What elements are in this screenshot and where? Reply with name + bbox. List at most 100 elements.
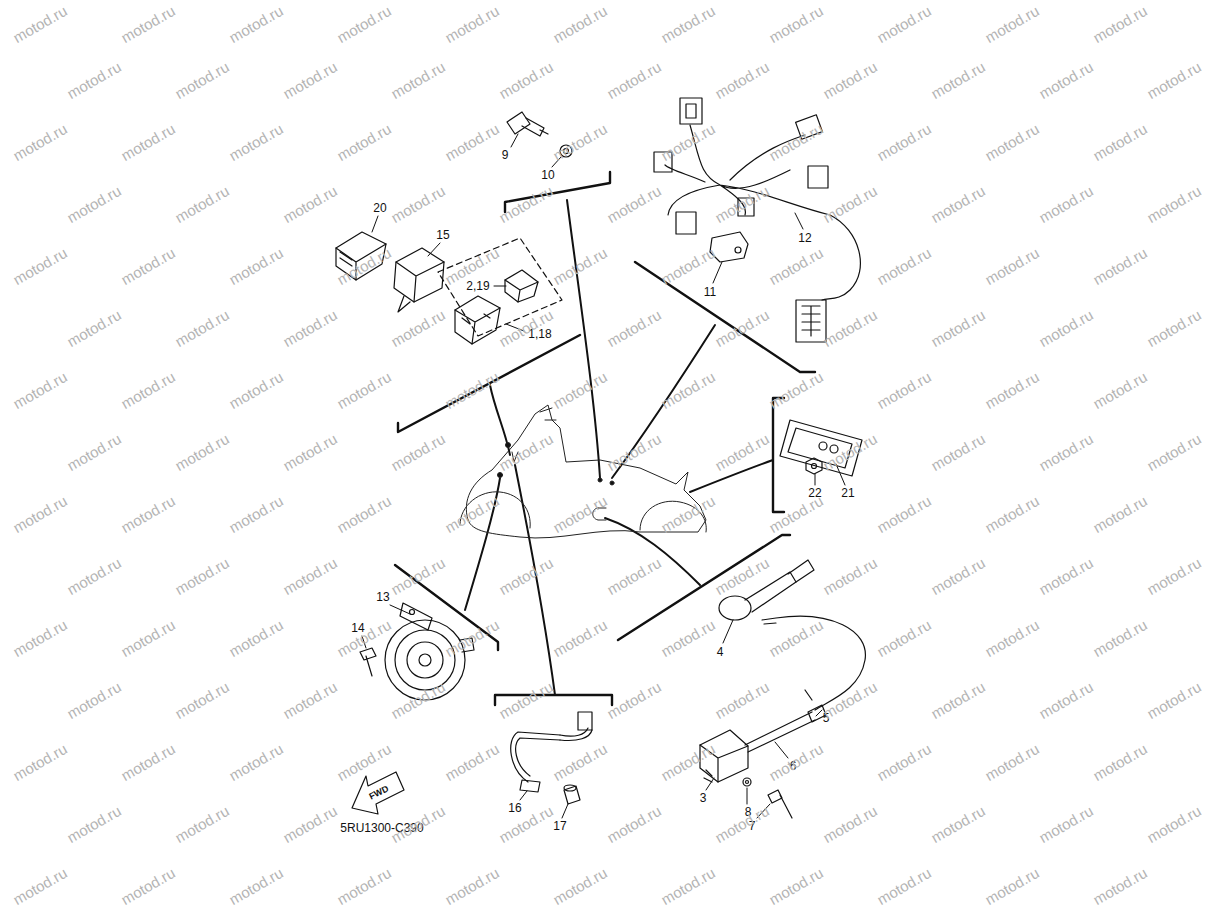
watermark: motod.ru — [875, 369, 934, 412]
watermark: motod.ru — [11, 493, 70, 536]
watermark: motod.ru — [11, 369, 70, 412]
watermark: motod.ru — [713, 803, 772, 846]
watermark: motod.ru — [1037, 803, 1096, 846]
watermark: motod.ru — [659, 3, 718, 46]
watermark: motod.ru — [821, 679, 880, 722]
watermark: motod.ru — [1145, 679, 1204, 722]
watermark: motod.ru — [1037, 679, 1096, 722]
watermark: motod.ru — [929, 803, 988, 846]
watermark: motod.ru — [119, 865, 178, 908]
watermark: motod.ru — [497, 555, 556, 598]
watermark: motod.ru — [335, 865, 394, 908]
watermark: motod.ru — [659, 741, 718, 784]
watermark: motod.ru — [389, 679, 448, 722]
watermark: motod.ru — [389, 59, 448, 102]
watermark: motod.ru — [767, 121, 826, 164]
watermark: motod.ru — [389, 431, 448, 474]
watermark: motod.ru — [605, 59, 664, 102]
callout-number: 9 — [502, 149, 509, 161]
watermark: motod.ru — [929, 679, 988, 722]
watermark: motod.ru — [497, 803, 556, 846]
callout-number: 20 — [373, 202, 386, 214]
watermark: motod.ru — [929, 59, 988, 102]
watermark: motod.ru — [767, 245, 826, 288]
watermark: motod.ru — [659, 369, 718, 412]
watermark: motod.ru — [983, 245, 1042, 288]
watermark: motod.ru — [551, 617, 610, 660]
watermark: motod.ru — [65, 803, 124, 846]
watermark: motod.ru — [1091, 741, 1150, 784]
watermark: motod.ru — [713, 59, 772, 102]
watermark: motod.ru — [389, 183, 448, 226]
watermark: motod.ru — [983, 617, 1042, 660]
watermark: motod.ru — [551, 865, 610, 908]
watermark: motod.ru — [1145, 803, 1204, 846]
watermark: motod.ru — [11, 245, 70, 288]
watermark: motod.ru — [1037, 59, 1096, 102]
watermark: motod.ru — [227, 245, 286, 288]
watermark: motod.ru — [119, 369, 178, 412]
watermark: motod.ru — [929, 555, 988, 598]
watermark: motod.ru — [335, 741, 394, 784]
callout-number: 4 — [717, 646, 724, 658]
watermark: motod.ru — [281, 59, 340, 102]
watermark: motod.ru — [1091, 865, 1150, 908]
callout-number: 17 — [553, 820, 566, 832]
watermark: motod.ru — [65, 59, 124, 102]
watermark: motod.ru — [983, 493, 1042, 536]
watermark: motod.ru — [983, 741, 1042, 784]
watermark: motod.ru — [1145, 431, 1204, 474]
watermark: motod.ru — [713, 431, 772, 474]
watermark: motod.ru — [65, 307, 124, 350]
watermark: motod.ru — [11, 121, 70, 164]
watermark: motod.ru — [173, 59, 232, 102]
callout-number: 13 — [376, 591, 389, 603]
watermark: motod.ru — [551, 245, 610, 288]
watermark: motod.ru — [1037, 431, 1096, 474]
watermark: motod.ru — [443, 121, 502, 164]
watermark: motod.ru — [821, 555, 880, 598]
watermark: motod.ru — [875, 3, 934, 46]
watermark: motod.ru — [11, 741, 70, 784]
watermark: motod.ru — [551, 493, 610, 536]
watermark: motod.ru — [659, 865, 718, 908]
watermark: motod.ru — [875, 121, 934, 164]
callout-number: 15 — [436, 229, 449, 241]
watermark: motod.ru — [605, 183, 664, 226]
watermark: motod.ru — [551, 741, 610, 784]
watermark: motod.ru — [119, 493, 178, 536]
watermark: motod.ru — [767, 493, 826, 536]
watermark: motod.ru — [1145, 555, 1204, 598]
watermark: motod.ru — [983, 3, 1042, 46]
watermark: motod.ru — [119, 121, 178, 164]
watermark: motod.ru — [1091, 493, 1150, 536]
watermark: motod.ru — [443, 3, 502, 46]
watermark: motod.ru — [173, 555, 232, 598]
watermark: motod.ru — [497, 59, 556, 102]
watermark: motod.ru — [227, 121, 286, 164]
watermark: motod.ru — [443, 865, 502, 908]
watermark: motod.ru — [227, 369, 286, 412]
watermark: motod.ru — [11, 865, 70, 908]
watermark: motod.ru — [983, 865, 1042, 908]
callout-number: 11 — [704, 286, 716, 298]
watermark: motod.ru — [551, 121, 610, 164]
watermark: motod.ru — [227, 3, 286, 46]
watermark: motod.ru — [11, 617, 70, 660]
watermark: motod.ru — [821, 59, 880, 102]
watermark: motod.ru — [65, 555, 124, 598]
watermark: motod.ru — [173, 431, 232, 474]
watermark: motod.ru — [767, 741, 826, 784]
watermark: motod.ru — [1037, 307, 1096, 350]
watermark: motod.ru — [119, 741, 178, 784]
watermark: motod.ru — [1145, 59, 1204, 102]
callout-number: 3 — [700, 792, 707, 804]
watermark: motod.ru — [227, 617, 286, 660]
watermark: motod.ru — [929, 183, 988, 226]
watermark: motod.ru — [551, 369, 610, 412]
watermark: motod.ru — [875, 245, 934, 288]
watermark: motod.ru — [605, 555, 664, 598]
watermark: motod.ru — [1145, 307, 1204, 350]
watermark: motod.ru — [713, 307, 772, 350]
watermark: motod.ru — [335, 121, 394, 164]
